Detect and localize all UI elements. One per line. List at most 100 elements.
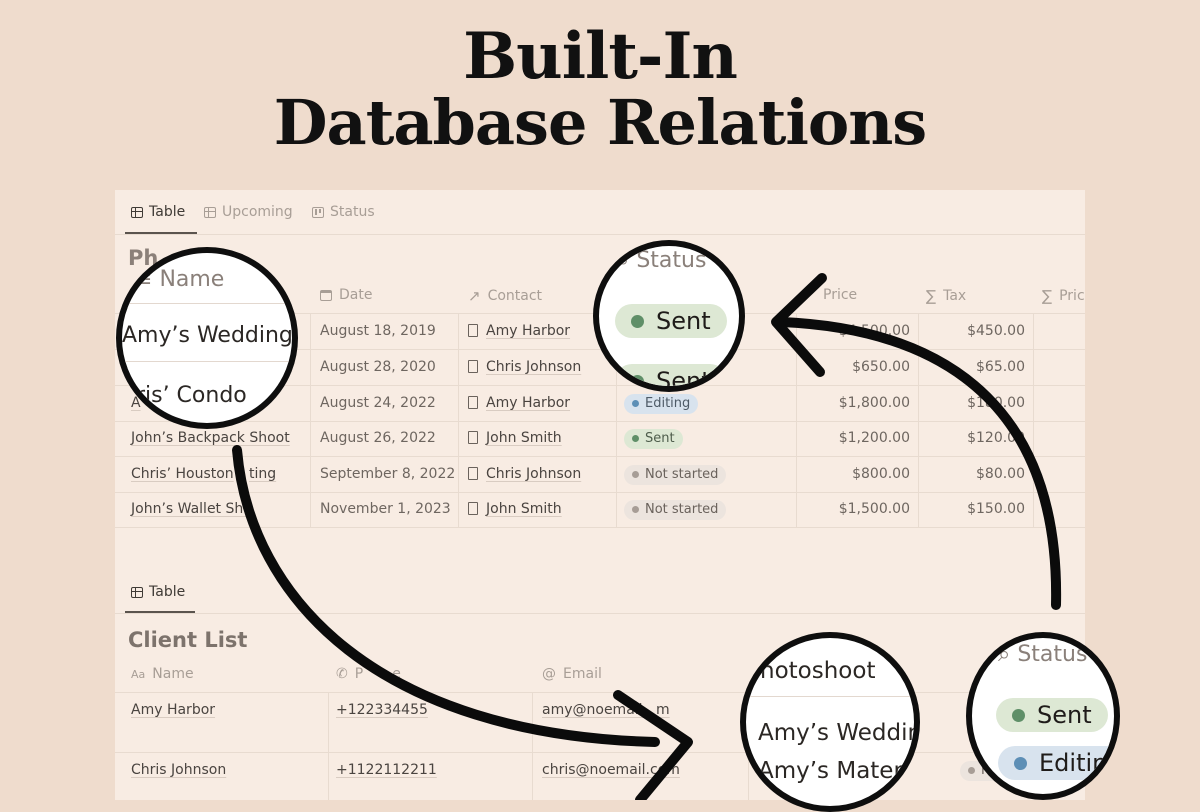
- client-name-link[interactable]: Amy Harbor: [131, 702, 216, 718]
- hero-title-line2: Database Relations: [273, 86, 927, 159]
- row-contact[interactable]: Amy Harbor: [468, 314, 570, 349]
- column-header-label: Pric: [1059, 288, 1085, 304]
- column-divider: [616, 457, 617, 492]
- page-icon: [468, 396, 478, 409]
- client-name-link[interactable]: Chris Johnson: [131, 762, 227, 778]
- tab-upcoming[interactable]: Upcoming: [204, 204, 293, 220]
- row-date: August 18, 2019: [320, 323, 436, 339]
- contact-link[interactable]: John Smith: [486, 430, 562, 446]
- row-contact[interactable]: John Smith: [468, 421, 562, 456]
- table-icon: [131, 586, 143, 598]
- magnifier-client-status-column: ⌕ Status Sent Editin: [966, 632, 1120, 800]
- magnifier-header-text: Status: [1017, 642, 1088, 667]
- row-name-link[interactable]: A: [131, 395, 141, 411]
- column-header-label: Tax: [943, 288, 967, 304]
- table-row[interactable]: John’s Wallet Sho November 1, 2023 John …: [115, 492, 1085, 528]
- row-name[interactable]: Chris’ Houston: [131, 457, 234, 492]
- client-column-header-phone[interactable]: ✆ P e: [336, 666, 401, 682]
- client-name[interactable]: Amy Harbor: [131, 693, 215, 728]
- column-header-price-after-tax[interactable]: ∑ Pric: [1042, 287, 1085, 305]
- sum-icon: ∑: [926, 287, 937, 305]
- client-phone-link[interactable]: +1122112211: [336, 762, 437, 778]
- page-icon: [468, 360, 478, 373]
- row-status[interactable]: Not started: [624, 457, 727, 492]
- client-row[interactable]: Chris Johnson +1122112211 chris@noemail.…: [115, 753, 1085, 800]
- tab-status[interactable]: Status: [312, 204, 375, 220]
- client-column-header-email[interactable]: @ Email: [542, 666, 602, 682]
- magnifier-header-text: Name: [159, 267, 225, 292]
- row-name[interactable]: A: [131, 386, 141, 421]
- sum-icon: ∑: [1042, 287, 1053, 305]
- magnifier-name-column: ≡ Name Amy’s Wedding hris’ Condo: [116, 247, 298, 429]
- client-email-tail: m: [656, 693, 670, 728]
- magnifier-divider: [122, 303, 292, 304]
- row-name-link[interactable]: John’s Backpack Shoot: [131, 430, 290, 446]
- column-divider: [310, 314, 311, 349]
- client-email[interactable]: chris@noemail.com: [542, 753, 680, 788]
- table-row[interactable]: John’s Backpack Shoot August 26, 2022 Jo…: [115, 421, 1085, 457]
- calendar-icon: [320, 289, 332, 301]
- column-divider: [328, 753, 329, 800]
- row-contact[interactable]: John Smith: [468, 492, 562, 527]
- magnifier-editing-pill: Editin: [998, 746, 1114, 780]
- contact-link[interactable]: Chris Johnson: [486, 359, 582, 375]
- row-date: September 8, 2022: [320, 466, 456, 482]
- column-header-contact[interactable]: ↗ Contact: [468, 287, 542, 305]
- column-divider: [1033, 314, 1034, 349]
- column-header-label: Email: [563, 666, 602, 682]
- client-email-link[interactable]: amy@noemail.: [542, 702, 647, 718]
- row-tax: $180.00: [967, 395, 1025, 411]
- client-phone[interactable]: +122334455: [336, 693, 428, 728]
- row-tax: $450.00: [967, 323, 1025, 339]
- client-phone[interactable]: +1122112211: [336, 753, 437, 788]
- row-date: August 28, 2020: [320, 359, 436, 375]
- table-row[interactable]: Chris’ Houston ting September 8, 2022 Ch…: [115, 457, 1085, 493]
- pill-label: Sent: [656, 307, 711, 335]
- client-column-header-name[interactable]: Aa Name: [131, 666, 194, 682]
- column-header-price[interactable]: Price: [823, 287, 857, 303]
- tab-label: Upcoming: [222, 204, 293, 220]
- column-header-label-tail: e: [392, 666, 401, 682]
- column-header-date[interactable]: Date: [320, 287, 372, 303]
- contact-link[interactable]: Amy Harbor: [486, 323, 571, 339]
- row-contact[interactable]: Chris Johnson: [468, 350, 581, 385]
- tab-table[interactable]: Table: [131, 204, 185, 220]
- row-contact[interactable]: Chris Johnson: [468, 457, 581, 492]
- row-name[interactable]: John’s Backpack Shoot: [131, 421, 290, 456]
- row-name[interactable]: John’s Wallet Sho: [131, 492, 252, 527]
- client-name[interactable]: Chris Johnson: [131, 753, 226, 788]
- column-divider: [1033, 350, 1034, 385]
- row-status[interactable]: Sent: [624, 421, 683, 456]
- client-email-link[interactable]: chris@noemail.com: [542, 762, 680, 778]
- hero-title: Built-In Database Relations: [0, 24, 1200, 156]
- row-contact[interactable]: Amy Harbor: [468, 386, 570, 421]
- row-date: August 26, 2022: [320, 430, 436, 446]
- status-dot: [1012, 708, 1025, 722]
- page-icon: [468, 324, 478, 337]
- client-tab-table[interactable]: Table: [131, 584, 185, 600]
- client-row[interactable]: Amy Harbor +122334455 amy@noemail. m: [115, 693, 1085, 753]
- magnifier-row2: Amy’s Materni: [758, 758, 920, 784]
- status-badge[interactable]: Not started: [624, 464, 727, 485]
- magnifier-header-text: Status: [636, 248, 707, 273]
- contact-link[interactable]: Amy Harbor: [486, 395, 571, 411]
- status-label: Not started: [645, 501, 719, 517]
- page-icon: [468, 502, 478, 515]
- row-name-link[interactable]: John’s Wallet Sho: [131, 501, 252, 517]
- client-phone-link[interactable]: +122334455: [336, 702, 428, 718]
- status-badge[interactable]: Sent: [624, 428, 683, 449]
- status-dot: [632, 506, 639, 513]
- status-badge[interactable]: Editing: [624, 393, 699, 414]
- column-divider: [1033, 457, 1034, 492]
- client-email[interactable]: amy@noemail.: [542, 693, 647, 728]
- status-badge[interactable]: Not started: [624, 499, 727, 520]
- magnifier-header: ⌕ Status: [998, 642, 1088, 667]
- column-header-label: Name: [152, 666, 194, 682]
- page-icon: [468, 467, 478, 480]
- row-status[interactable]: Editing: [624, 386, 699, 421]
- contact-link[interactable]: Chris Johnson: [486, 466, 582, 482]
- column-header-tax[interactable]: ∑ Tax: [926, 287, 966, 305]
- row-name-link[interactable]: Chris’ Houston: [131, 466, 234, 482]
- contact-link[interactable]: John Smith: [486, 501, 562, 517]
- row-status[interactable]: Not started: [624, 492, 727, 527]
